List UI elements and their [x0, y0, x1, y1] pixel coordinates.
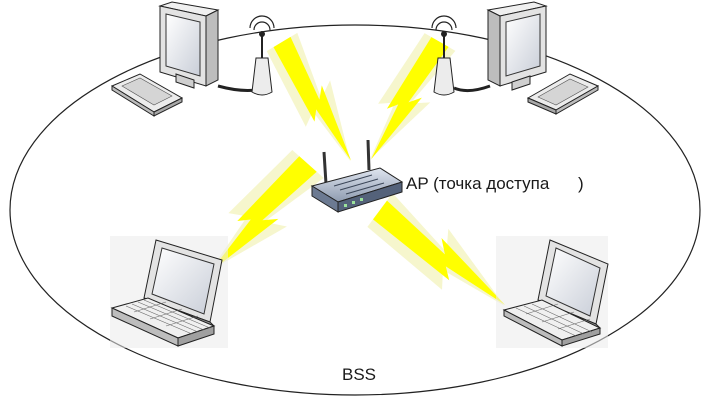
lightning-signal-icon-2 [371, 37, 449, 160]
laptop-right [496, 236, 609, 348]
access-point [310, 139, 404, 213]
desktop-computer-icon [110, 1, 257, 117]
laptop-left [110, 236, 228, 348]
laptop-icon [502, 239, 609, 347]
usb-wifi-adapter-icon [431, 15, 457, 96]
desktop-computer-icon [453, 1, 600, 115]
desktop-top-left [110, 1, 275, 117]
wireless-router-icon [310, 139, 404, 213]
lightning-signal-icon-1 [273, 36, 352, 161]
bss-boundary-ellipse [9, 24, 701, 396]
lightning-signal-icon-4 [373, 200, 506, 305]
laptop-icon [110, 239, 223, 347]
wireless-links [210, 32, 506, 306]
lightning-signal-icon-3 [211, 156, 317, 272]
usb-wifi-adapter-icon [249, 15, 275, 96]
bss-label: BSS [342, 365, 376, 384]
ap-label: AP (точка доступа [406, 174, 550, 193]
desktop-top-right [431, 1, 600, 115]
ap-label-close: ) [578, 174, 584, 193]
